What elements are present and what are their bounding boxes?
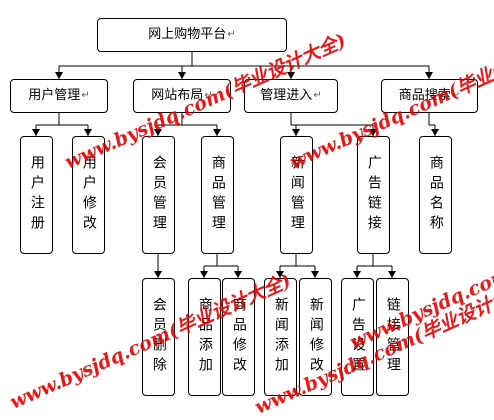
node-member-delete-label: 会员删除 [150,297,167,377]
node-news-management-label: 新闻管理 [288,155,305,235]
node-news-modify-label: 新闻修改 [307,297,324,377]
node-member-management-label: 会员管理 [150,155,167,235]
node-goods-add: 商品添加 [188,278,221,396]
arrowhead-icon [353,271,361,278]
node-product-search-label: 商品搜索 [398,88,451,104]
arrowhead-icon [287,72,295,79]
node-news-add: 新闻添加 [264,278,297,396]
node-goods-management: 商品管理 [201,136,234,254]
node-member-delete: 会员删除 [142,278,175,396]
node-user-register: 用户注册 [20,136,53,254]
arrowhead-icon [200,271,208,278]
node-link-management-label: 链接管理 [384,297,401,377]
arrowhead-icon [55,72,63,79]
node-user-management: 用户管理↵ [10,79,108,113]
node-news-management: 新闻管理 [280,136,313,254]
node-goods-management-label: 商品管理 [209,155,226,235]
node-site-layout: 网站布局↵ [133,79,231,113]
arrowhead-icon [388,271,396,278]
node-admin-entry-label: 管理进入 [260,88,313,104]
arrowhead-icon [431,129,439,136]
arrowhead-icon [213,129,221,136]
node-user-modify-label: 用户修改 [80,155,97,235]
node-ad-settings-label: 广告设置 [349,297,366,377]
node-user-management-label: 用户管理 [28,88,81,104]
node-news-modify: 新闻修改 [299,278,332,396]
paragraph-mark-icon: ↵ [313,90,322,101]
arrowhead-icon [32,129,40,136]
arrowhead-icon [154,129,162,136]
node-product-name-label: 商品名称 [427,155,444,235]
arrowhead-icon [292,129,300,136]
root-node-label: 网上购物平台 [148,27,227,43]
node-ad-links-label: 广告链接 [365,155,382,235]
arrowhead-icon [154,271,162,278]
node-goods-modify: 商品修改 [222,278,255,396]
paragraph-mark-icon: ↵ [204,90,213,101]
node-news-add-label: 新闻添加 [272,297,289,377]
paragraph-mark-icon: ↵ [81,90,90,101]
node-user-modify: 用户修改 [72,136,105,254]
paragraph-mark-icon: ↵ [227,29,236,40]
node-member-management: 会员管理 [142,136,175,254]
node-admin-entry: 管理进入↵ [244,79,338,113]
node-product-search: 商品搜索↵ [381,79,478,113]
node-site-layout-label: 网站布局 [151,88,204,104]
node-ad-settings: 广告设置 [341,278,374,396]
node-product-name: 商品名称 [419,136,452,254]
arrowhead-icon [369,129,377,136]
node-link-management: 链接管理 [376,278,409,396]
paragraph-mark-icon: ↵ [451,90,461,101]
arrowhead-icon [311,271,319,278]
arrowhead-icon [276,271,284,278]
arrowhead-icon [234,271,242,278]
node-goods-modify-label: 商品修改 [230,297,247,377]
node-user-register-label: 用户注册 [28,155,45,235]
arrowhead-icon [84,129,92,136]
arrowhead-icon [425,72,433,79]
root-node: 网上购物平台↵ [97,18,287,52]
node-ad-links: 广告链接 [357,136,390,254]
node-goods-add-label: 商品添加 [196,297,213,377]
arrowhead-icon [178,72,186,79]
